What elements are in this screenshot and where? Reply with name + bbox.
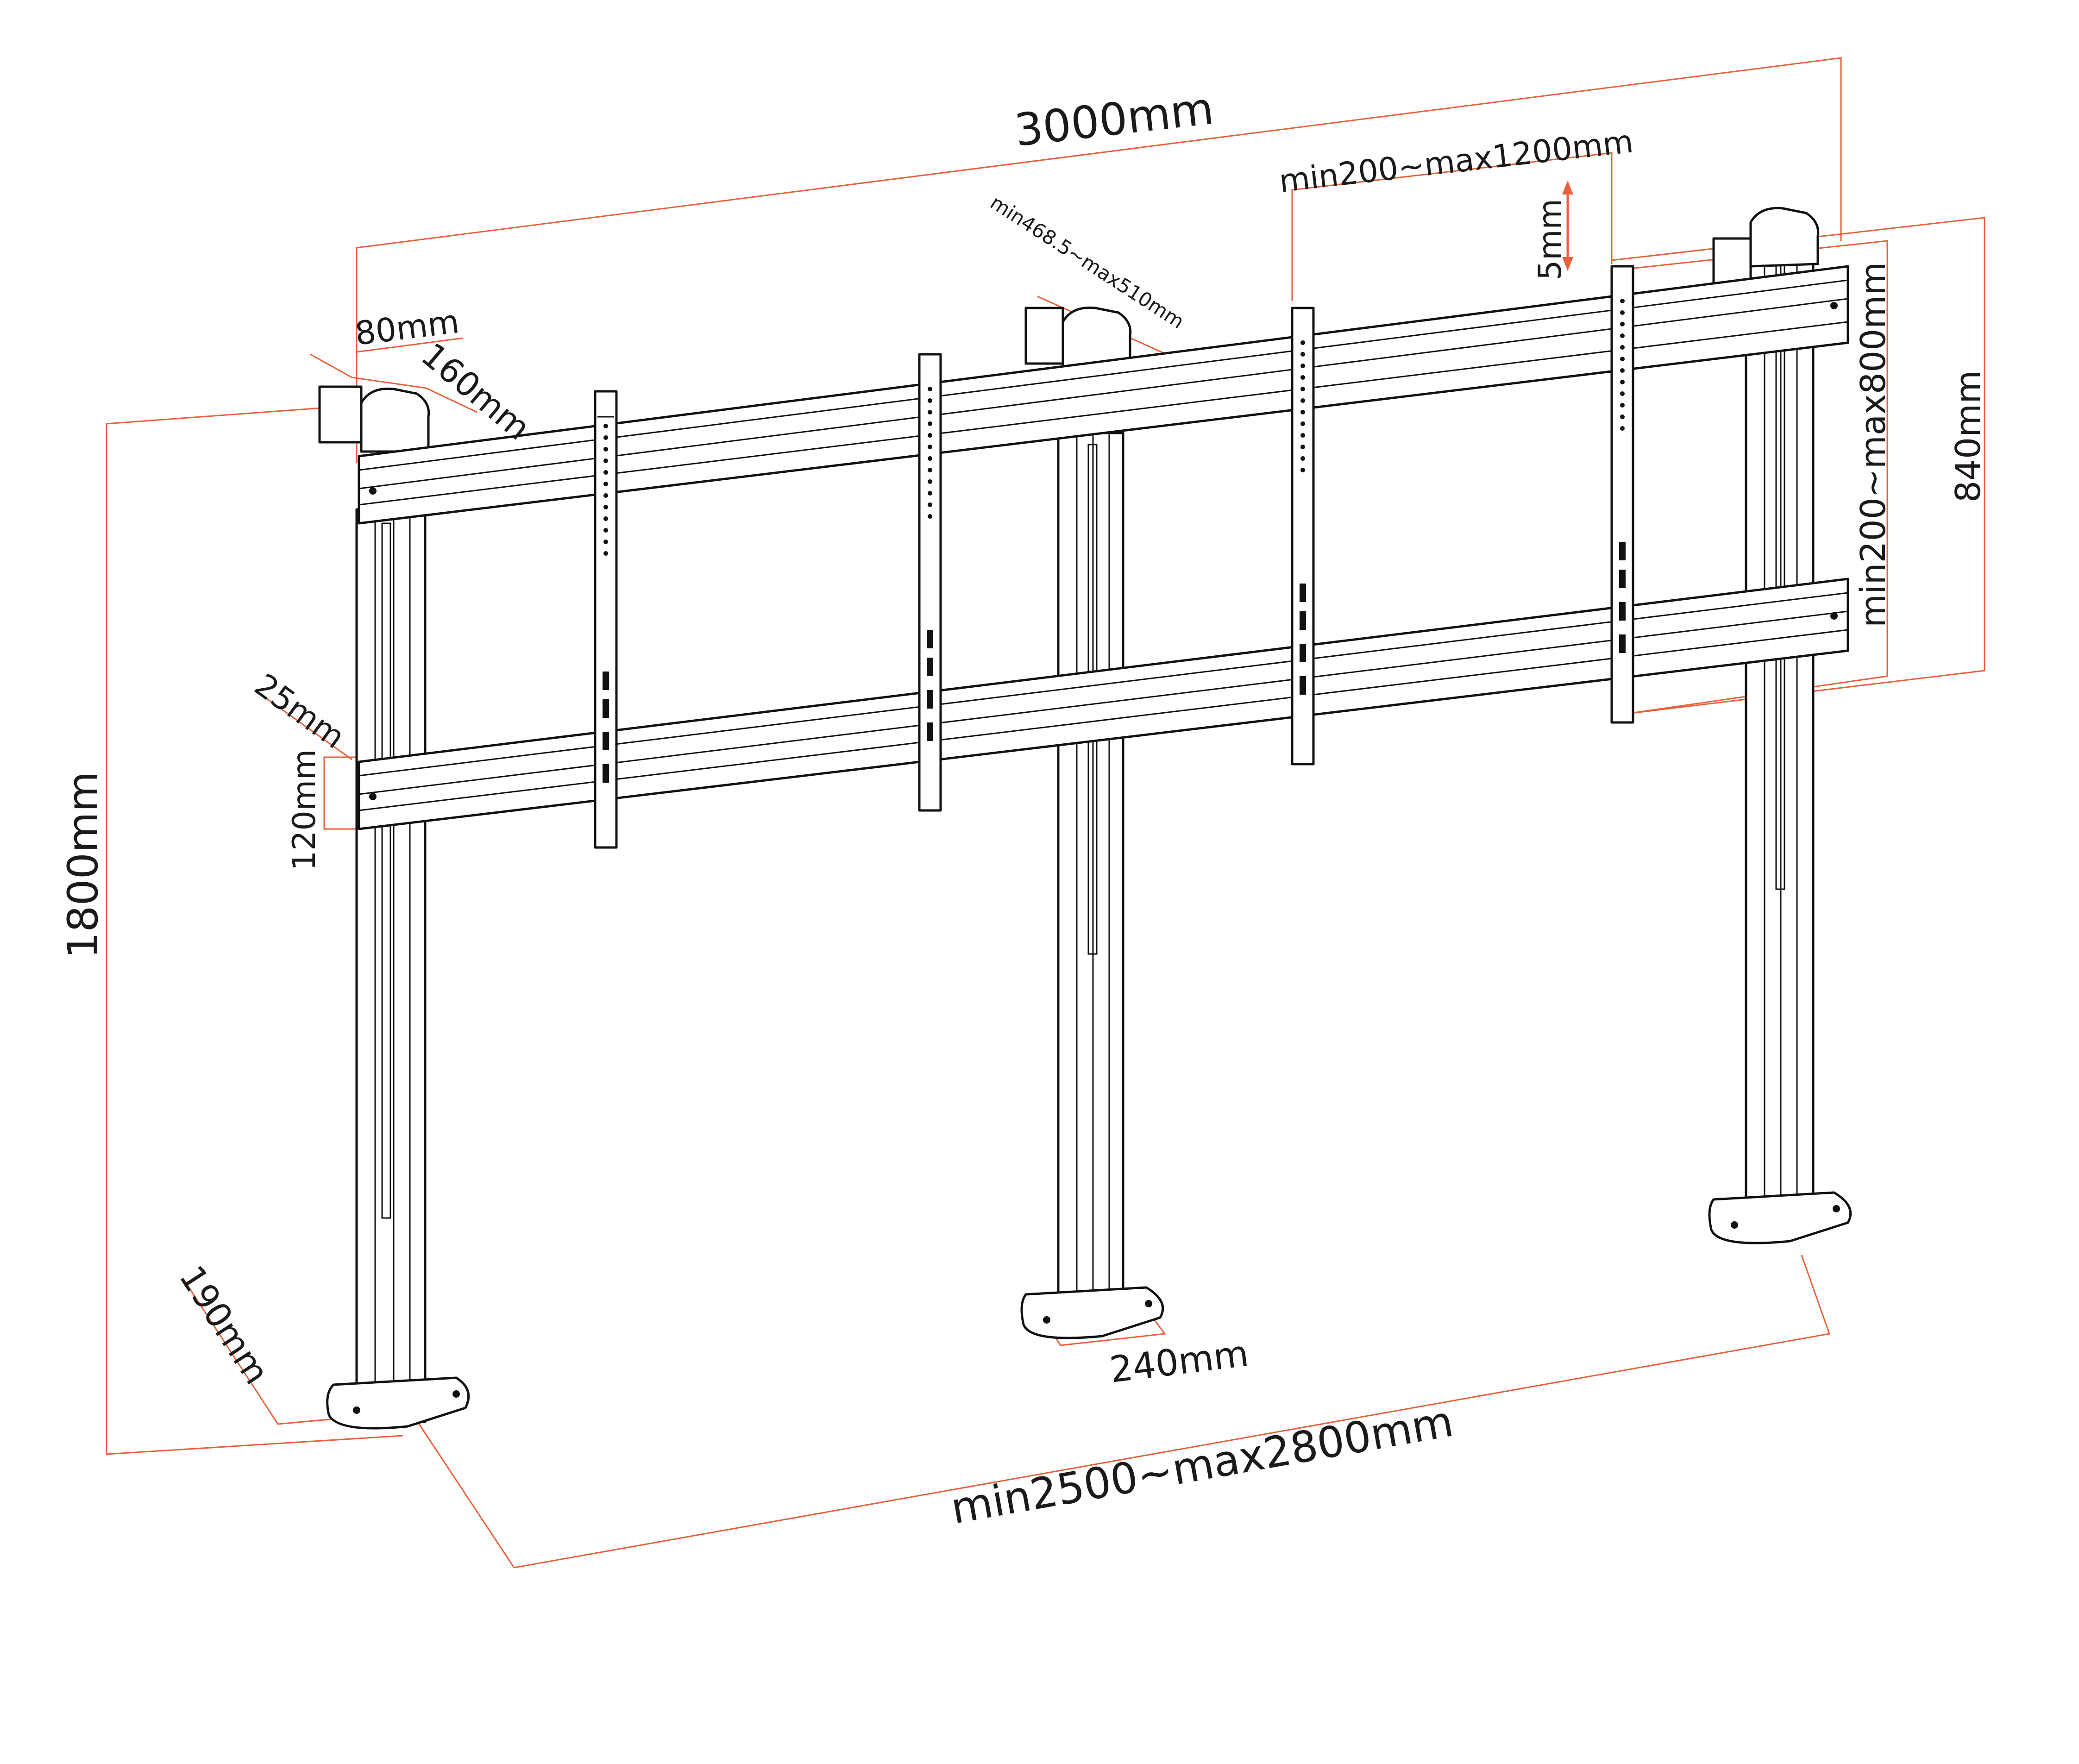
middle-post	[1020, 432, 1164, 1339]
dim-bracket-spacing: min200~max1200mm	[1277, 123, 1635, 200]
dim-vertical-adjust: 5mm	[1532, 199, 1569, 280]
bracket-holes	[603, 299, 1626, 783]
dim-foot-depth: 190mm	[171, 1259, 277, 1391]
dim-overall-height: 1800mm	[59, 772, 107, 959]
left-cap-bracket	[318, 385, 363, 444]
dim-frame-height: 840mm	[1948, 370, 1988, 502]
stand-structure	[318, 207, 1852, 1430]
dim-overall-width: 3000mm	[1012, 82, 1216, 157]
dim-rail-offset: 25mm	[248, 667, 352, 756]
dim-rail-height: 120mm	[286, 749, 323, 871]
dim-foot-width: 240mm	[1107, 1333, 1251, 1391]
left-post	[326, 508, 470, 1430]
right-post	[1708, 251, 1852, 1244]
dim-rail-spacing: min200~max800mm	[1853, 262, 1893, 628]
middle-cap-bracket	[1024, 307, 1064, 365]
middle-post-cap	[1061, 306, 1132, 372]
left-post-cap	[360, 387, 430, 453]
right-post-cap	[1749, 207, 1820, 268]
dim-base-span: min2500~max2800mm	[947, 1397, 1457, 1534]
